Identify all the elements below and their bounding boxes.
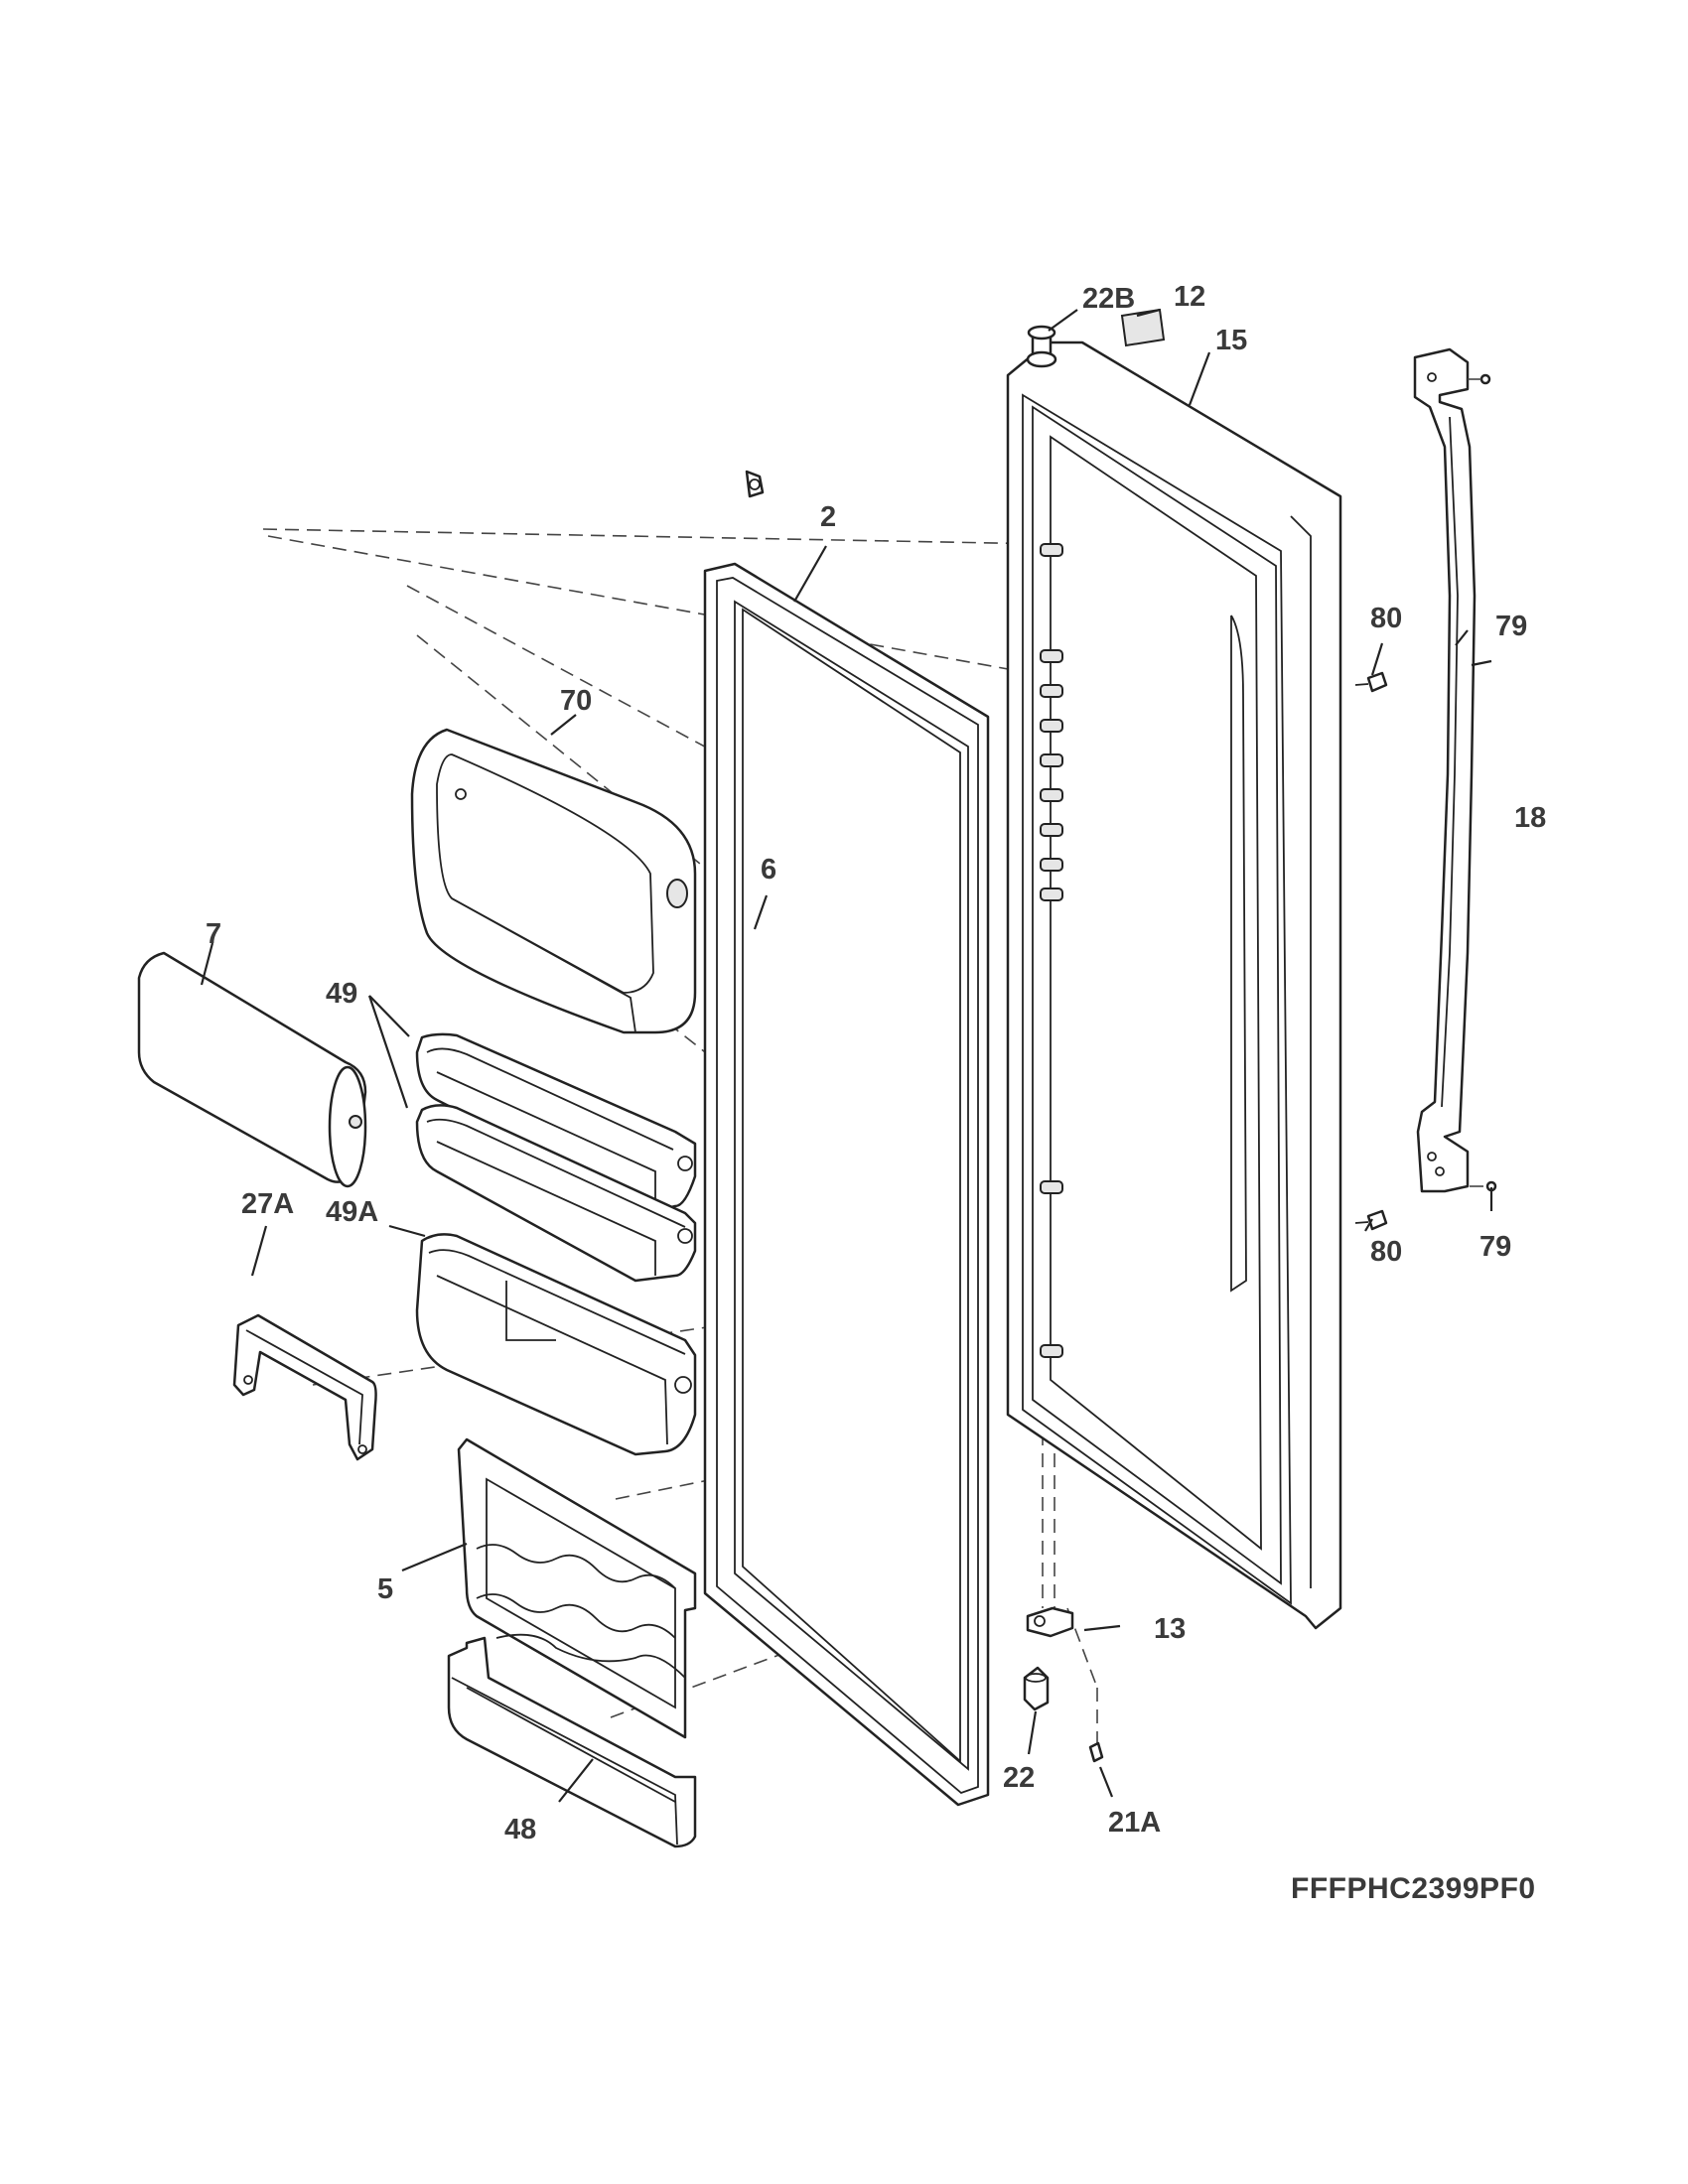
callout-79-upper: 79 [1495,611,1527,642]
callout-18: 18 [1514,802,1546,834]
dairy-door-cover[interactable] [137,951,367,1188]
handle-mount-screw-upper[interactable] [1354,671,1388,693]
door-bin-lower[interactable] [415,1233,697,1456]
callout-22B: 22B [1082,283,1135,315]
callout-7: 7 [206,918,221,950]
door-handle[interactable] [1413,347,1477,1193]
door-gasket[interactable] [703,562,990,1807]
callout-70: 70 [560,685,592,717]
handle-set-screw-upper[interactable] [1468,373,1491,385]
hinge-screw[interactable] [1088,1741,1104,1763]
door-assembly[interactable] [1006,341,1342,1630]
callout-2: 2 [820,501,836,533]
hinge-bushing[interactable] [1023,1666,1050,1711]
door-bin-upper[interactable] [415,1032,697,1213]
wine-rack[interactable] [457,1437,697,1739]
callout-21A: 21A [1108,1807,1161,1839]
callout-13: 13 [1154,1613,1186,1645]
top-hinge-pin[interactable] [1026,325,1057,368]
bottom-door-shelf[interactable] [447,1636,697,1848]
model-number: FFFPHC2399PF0 [1291,1872,1536,1905]
callout-80-lower: 80 [1370,1236,1402,1268]
callout-labels: 22B 12 15 2 80 79 18 70 6 7 49 27A 49A 8… [206,281,1546,1845]
top-cover-label[interactable] [1120,308,1166,347]
callout-6: 6 [761,854,776,886]
callout-5: 5 [377,1573,393,1605]
door-bin-middle[interactable] [415,1104,697,1283]
callout-27A: 27A [241,1188,294,1220]
callout-49: 49 [326,978,357,1010]
bottom-hinge-bracket[interactable] [1026,1606,1074,1638]
callout-48: 48 [504,1814,536,1845]
gasket-clip[interactable] [745,470,765,498]
callout-leaders [200,308,1493,1803]
door-shelf-bumps [1040,543,1063,1358]
callout-12: 12 [1174,281,1205,313]
callout-49A: 49A [326,1196,378,1228]
callout-22: 22 [1003,1762,1035,1794]
dairy-compartment[interactable] [410,728,697,1034]
handle-mount-screw-lower[interactable] [1354,1209,1388,1231]
callout-79-lower: 79 [1479,1231,1511,1263]
callout-15: 15 [1215,325,1247,356]
bin-retainer-bracket[interactable] [232,1313,377,1461]
callout-80-upper: 80 [1370,603,1402,634]
